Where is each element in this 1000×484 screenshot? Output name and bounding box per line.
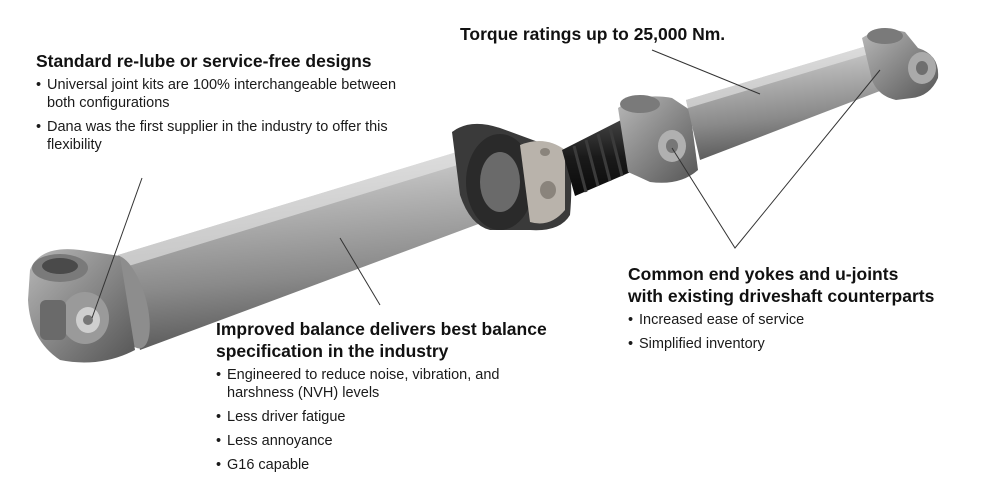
callout-yokes-title: Common end yokes and u-joints with exist… (628, 263, 988, 307)
leader-balance (339, 237, 381, 306)
list-item: G16 capable (216, 456, 566, 474)
callout-yokes-list: Increased ease of service Simplified inv… (628, 311, 988, 353)
leader-relube (91, 177, 143, 319)
list-item: Increased ease of service (628, 311, 988, 329)
callout-yokes-title-line1: Common end yokes and u-joints (628, 264, 899, 284)
list-item: Less annoyance (216, 432, 566, 450)
callout-relube-title: Standard re-lube or service-free designs (36, 51, 372, 71)
leader-lines (91, 49, 881, 319)
center-bearing-bracket (452, 123, 572, 231)
callout-torque: Torque ratings up to 25,000 Nm. (460, 23, 800, 45)
left-end-yoke (28, 249, 135, 363)
leader-yokes (671, 69, 881, 249)
callout-torque-title: Torque ratings up to 25,000 Nm. (460, 24, 726, 44)
callout-balance-title-line1: Improved balance delivers best balance (216, 319, 547, 339)
slip-joint-boot (562, 118, 640, 196)
list-item: Universal joint kits are 100% interchang… (36, 76, 416, 112)
list-item: Engineered to reduce noise, vibration, a… (216, 366, 566, 402)
callout-balance-title-line2: specification in the industry (216, 341, 449, 361)
callout-yokes-title-line2: with existing driveshaft counterparts (628, 286, 935, 306)
list-item: Less driver fatigue (216, 408, 566, 426)
intermediate-u-joint (618, 95, 698, 183)
callout-balance-title: Improved balance delivers best balance s… (216, 318, 616, 362)
main-tube-right (686, 42, 898, 160)
leader-torque (651, 49, 761, 95)
callout-relube: Standard re-lube or service-free designs… (36, 50, 416, 160)
callout-relube-list: Universal joint kits are 100% interchang… (36, 76, 416, 154)
list-item: Dana was the first supplier in the indus… (36, 118, 416, 154)
callout-balance-list: Engineered to reduce noise, vibration, a… (216, 366, 566, 474)
list-item: Simplified inventory (628, 335, 988, 353)
right-end-yoke (862, 28, 939, 100)
callout-balance: Improved balance delivers best balance s… (216, 318, 616, 480)
callout-yokes: Common end yokes and u-joints with exist… (628, 263, 988, 359)
